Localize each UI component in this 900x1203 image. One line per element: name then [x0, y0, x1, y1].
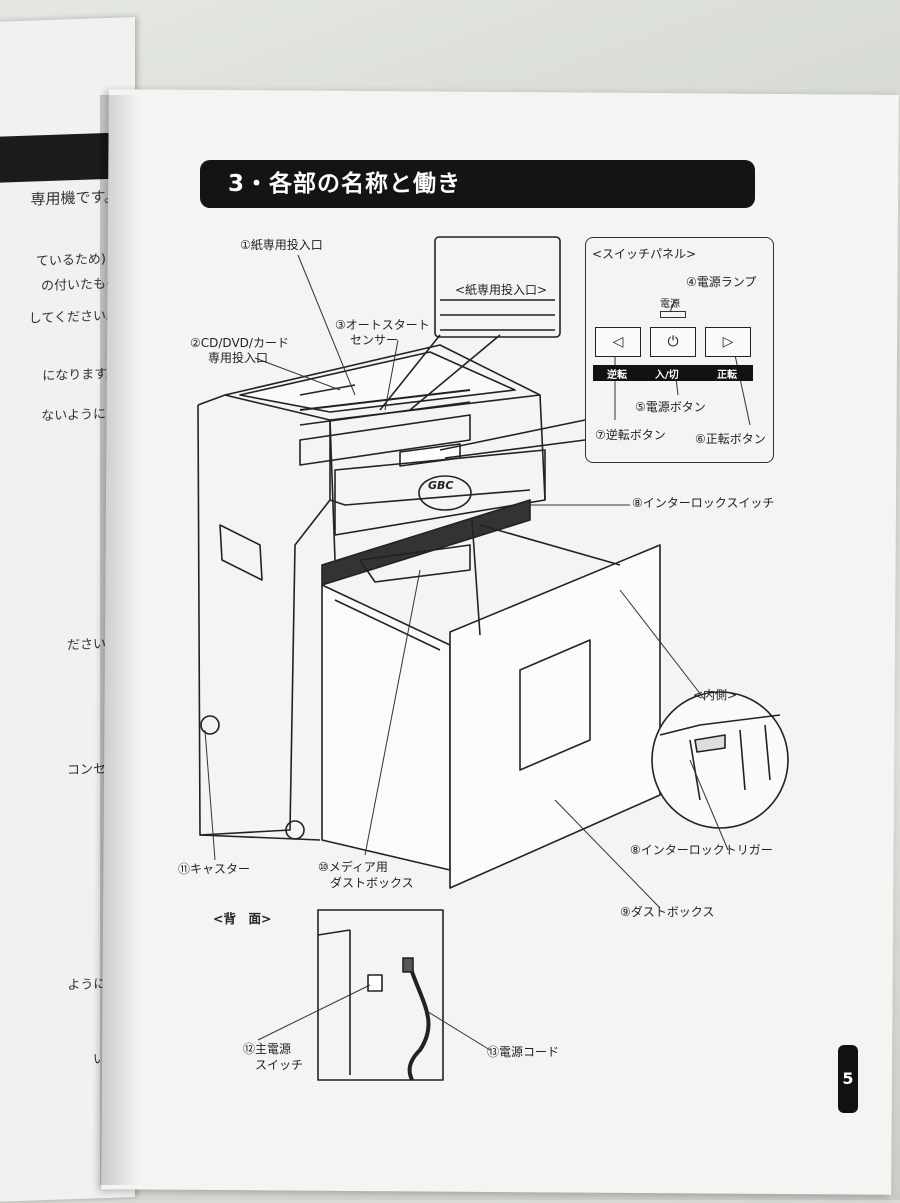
label-main-power-switch-2: スイッチ [255, 1058, 303, 1073]
label-cd-slot: ②CD/DVD/カード [190, 336, 289, 351]
lamp-text: 電源 [660, 297, 680, 312]
power-lamp-indicator [660, 311, 686, 318]
page-number: 5 [838, 1045, 858, 1113]
power-button[interactable]: ⏻ [650, 327, 696, 357]
label-media-dust-box-2: ダストボックス [330, 876, 414, 891]
strip-forward: 正転 [717, 366, 737, 381]
label-inside: <内側> [693, 688, 737, 703]
label-power-button: ⑤電源ボタン [635, 400, 706, 415]
strip-power: 入/切 [655, 366, 679, 381]
label-interlock-trigger: ⑧インターロックトリガー [630, 843, 773, 858]
label-dust-box: ⑨ダストボックス [620, 905, 714, 920]
label-switch-panel: <スイッチパネル> [592, 247, 696, 262]
strip-reverse: 逆転 [607, 366, 627, 381]
label-media-dust-box: ⑩メディア用 [318, 860, 388, 875]
label-caster: ⑪キャスター [178, 862, 250, 877]
label-reverse-button: ⑦逆転ボタン [595, 428, 666, 443]
label-back-view: <背 面> [213, 910, 271, 927]
panel-label-strip: 逆転 入/切 正転 [593, 365, 753, 381]
label-paper-slot: ①紙専用投入口 [240, 238, 323, 253]
label-auto-start-sensor-2: センサー [350, 333, 398, 348]
label-power-cord: ⑬電源コード [487, 1045, 559, 1060]
label-cd-slot-2: 専用投入口 [208, 351, 268, 366]
label-forward-button: ⑥正転ボタン [695, 432, 766, 447]
forward-button[interactable]: ▷ [705, 327, 751, 357]
reverse-button[interactable]: ◁ [595, 327, 641, 357]
label-auto-start-sensor: ③オートスタート [335, 318, 430, 333]
label-zoom-paper-slot: <紙専用投入口> [455, 283, 547, 298]
label-power-lamp: ④電源ランプ [686, 275, 756, 290]
label-main-power-switch: ⑫主電源 [243, 1042, 291, 1057]
gbc-logo: GBC [428, 478, 454, 493]
label-interlock-switch: ⑧インターロックスイッチ [632, 496, 774, 511]
